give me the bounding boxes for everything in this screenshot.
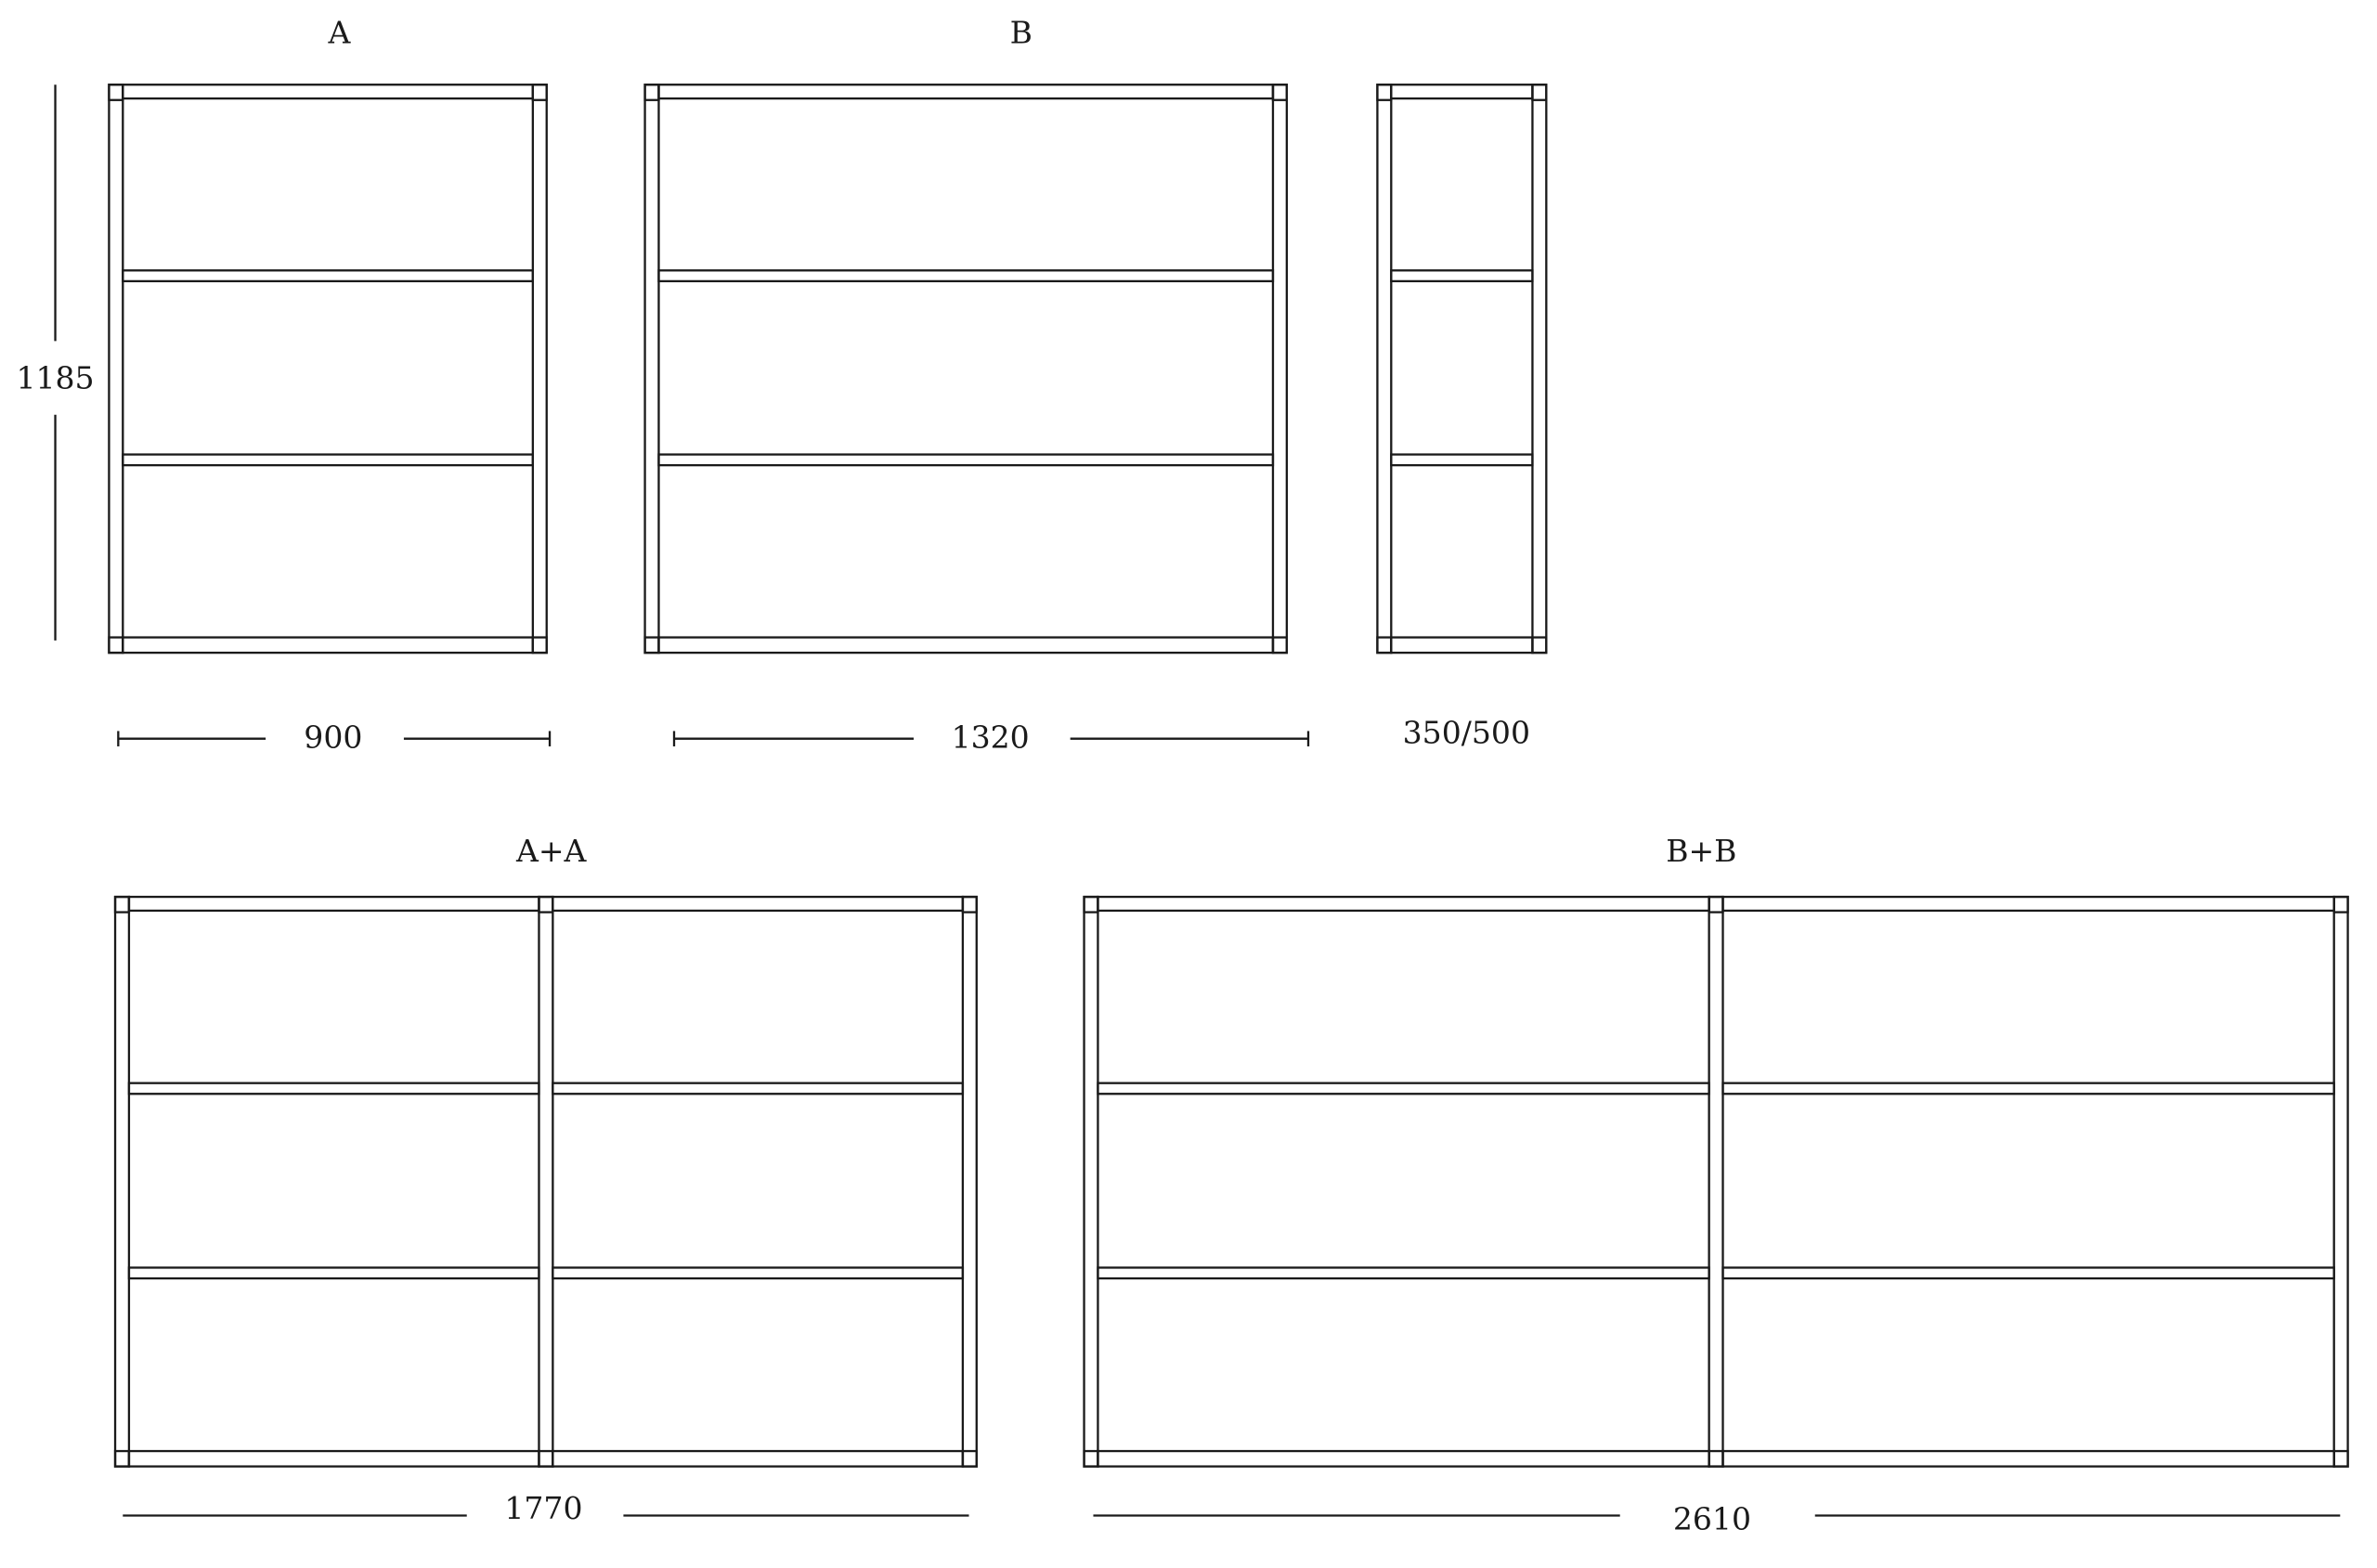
corner-block [643, 636, 660, 654]
shelf-unit-b-plus-b [1083, 895, 2349, 1468]
bottom-rail [122, 636, 535, 654]
corner-block [1708, 1449, 1724, 1468]
corner-block [1531, 636, 1548, 654]
corner-block [538, 895, 554, 914]
upright-post [108, 84, 124, 654]
upright-post [1271, 84, 1288, 654]
bottom-rail [1097, 1449, 1710, 1468]
corner-block [531, 636, 548, 654]
corner-block [1708, 895, 1724, 914]
title-b: B [1010, 15, 1033, 51]
shelf [552, 1266, 965, 1280]
depth-label: 350/500 [1403, 715, 1530, 751]
height-dimension-label: 1185 [16, 360, 94, 396]
shelf [122, 453, 535, 467]
upright-post [961, 895, 978, 1468]
bottom-rail [1390, 636, 1534, 654]
top-rail [552, 895, 965, 913]
bottom-rail [127, 1449, 540, 1468]
corner-block [2332, 895, 2349, 914]
shelf [1097, 1266, 1710, 1280]
corner-block [1376, 84, 1393, 101]
shelf-units [108, 84, 2349, 1468]
shelf [127, 1266, 540, 1280]
top-rail [1390, 84, 1534, 100]
shelf [657, 453, 1275, 467]
bottom-rail [552, 1449, 965, 1468]
top-rail [657, 84, 1275, 100]
shelf [1721, 1082, 2335, 1095]
corner-block [531, 84, 548, 101]
upright-post [643, 84, 660, 654]
shelf [552, 1082, 965, 1095]
corner-block [1083, 895, 1099, 914]
upright-post [1531, 84, 1548, 654]
shelf [122, 269, 535, 283]
width-b-label: 1320 [952, 719, 1030, 756]
shelf-unit-b [643, 84, 1288, 654]
upright-post [1708, 895, 1724, 1468]
corner-block [1271, 636, 1288, 654]
width-a-label: 900 [304, 719, 362, 756]
corner-block [538, 1449, 554, 1468]
upright-post [1083, 895, 1099, 1468]
corner-block [1376, 636, 1393, 654]
shelf [127, 1082, 540, 1095]
top-rail [127, 895, 540, 913]
corner-block [113, 1449, 131, 1468]
upright-post [113, 895, 131, 1468]
width-a-dimension [117, 731, 552, 746]
shelf [1390, 269, 1534, 283]
shelf-unit-a [108, 84, 548, 654]
width-bb-label: 2610 [1673, 1500, 1751, 1536]
title-b-plus-b: B+B [1666, 833, 1736, 869]
title-a-plus-a: A+A [515, 833, 588, 869]
upright-post [1376, 84, 1393, 654]
upright-post [2332, 895, 2349, 1468]
shelf [657, 269, 1275, 283]
shelf-unit-a-plus-a [113, 895, 978, 1468]
top-rail [1721, 895, 2335, 913]
corner-block [113, 895, 131, 914]
corner-block [1083, 1449, 1099, 1468]
width-b-dimension [672, 731, 1310, 746]
corner-block [108, 636, 124, 654]
upright-post [538, 895, 554, 1468]
corner-block [1531, 84, 1548, 101]
top-rail [1097, 895, 1710, 913]
title-a: A [328, 15, 352, 51]
corner-block [961, 1449, 978, 1468]
shelf [1390, 453, 1534, 467]
shelf [1097, 1082, 1710, 1095]
bottom-rail [657, 636, 1275, 654]
corner-block [961, 895, 978, 914]
bottom-rail [1721, 1449, 2335, 1468]
corner-block [108, 84, 124, 101]
corner-block [1271, 84, 1288, 101]
shelf-unit-side [1376, 84, 1548, 654]
corner-block [643, 84, 660, 101]
corner-block [2332, 1449, 2349, 1468]
top-rail [122, 84, 535, 100]
upright-post [531, 84, 548, 654]
shelf [1721, 1266, 2335, 1280]
width-aa-label: 1770 [504, 1490, 582, 1526]
